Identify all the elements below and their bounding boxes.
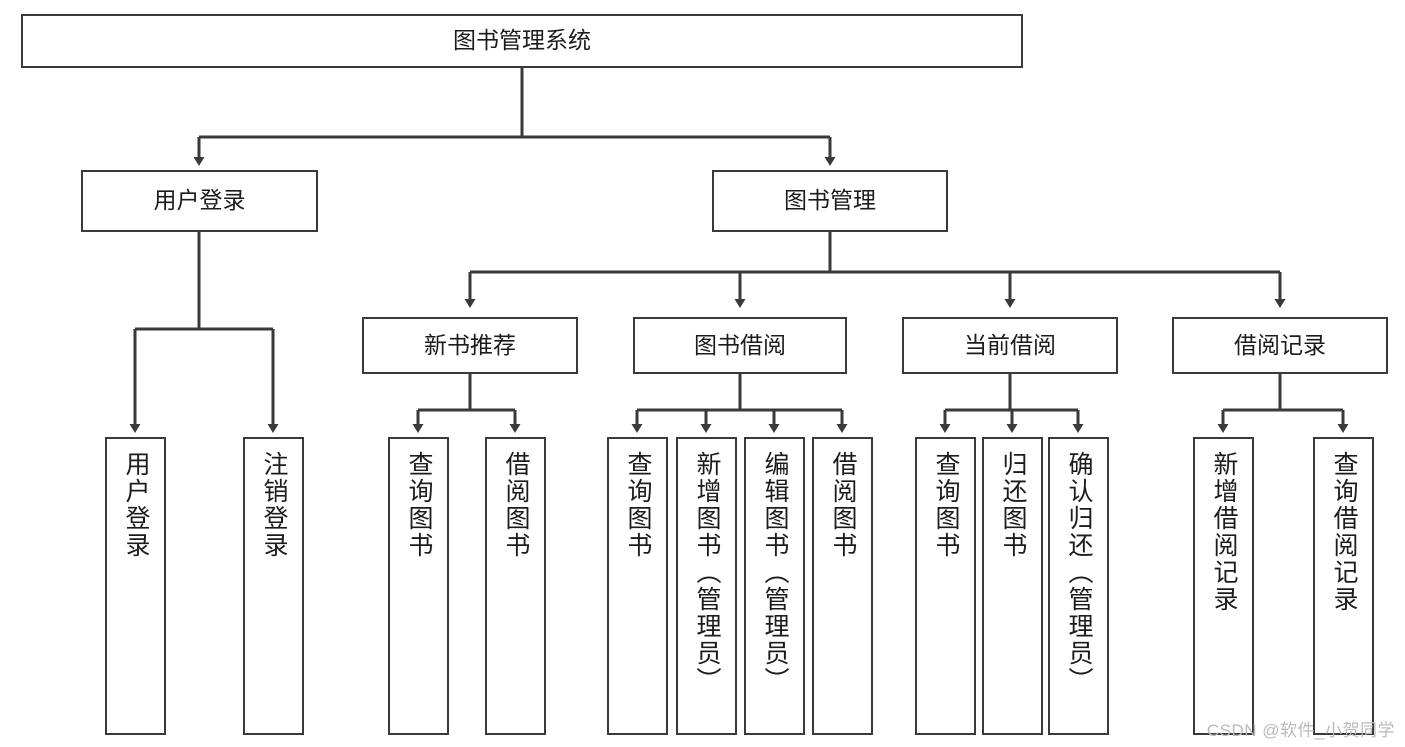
node-borrow-records[interactable]: 借阅记录 [1172, 317, 1388, 374]
node-root-book-management-system[interactable]: 图书管理系统 [21, 14, 1023, 68]
node-current-borrow[interactable]: 当前借阅 [902, 317, 1118, 374]
leaf-new-book-query-book[interactable]: 查询图书 [388, 437, 449, 735]
node-label: 借阅记录 [1234, 331, 1326, 358]
leaf-book-borrow-query-book[interactable]: 查询图书 [607, 437, 668, 735]
leaf-borrow-records-query-record[interactable]: 查询借阅记录 [1313, 437, 1374, 735]
node-label: 借阅图书 [829, 451, 857, 559]
leaf-current-borrow-confirm-return-admin[interactable]: 确认归还（管理员） [1048, 437, 1109, 735]
leaf-borrow-records-add-record[interactable]: 新增借阅记录 [1193, 437, 1254, 735]
leaf-user-login-logout[interactable]: 注销登录 [243, 437, 304, 735]
node-label: 图书管理 [784, 187, 876, 214]
node-label: 图书借阅 [694, 331, 786, 358]
node-label: 用户登录 [153, 187, 246, 214]
node-label: 注销登录 [260, 451, 288, 559]
node-label: 新增借阅记录 [1210, 451, 1238, 613]
leaf-current-borrow-query-book[interactable]: 查询图书 [915, 437, 976, 735]
node-label: 用户登录 [122, 451, 150, 559]
node-label: 新增图书（管理员） [693, 451, 721, 694]
node-label: 查询图书 [932, 451, 960, 559]
node-label: 查询借阅记录 [1330, 451, 1358, 613]
node-book-management[interactable]: 图书管理 [712, 170, 948, 232]
node-label: 确认归还（管理员） [1065, 451, 1093, 694]
leaf-user-login-login[interactable]: 用户登录 [105, 437, 166, 735]
node-label: 图书管理系统 [453, 27, 591, 54]
leaf-current-borrow-return-book[interactable]: 归还图书 [982, 437, 1043, 735]
node-label: 新书推荐 [424, 331, 516, 358]
node-label: 当前借阅 [964, 331, 1056, 358]
leaf-book-borrow-edit-book-admin[interactable]: 编辑图书（管理员） [744, 437, 805, 735]
leaf-book-borrow-borrow-book[interactable]: 借阅图书 [812, 437, 873, 735]
node-label: 编辑图书（管理员） [761, 451, 789, 694]
node-new-book-recommend[interactable]: 新书推荐 [362, 317, 578, 374]
node-label: 查询图书 [405, 451, 433, 559]
node-user-login[interactable]: 用户登录 [81, 170, 318, 232]
node-label: 归还图书 [999, 451, 1027, 559]
leaf-book-borrow-add-book-admin[interactable]: 新增图书（管理员） [676, 437, 737, 735]
node-label: 借阅图书 [502, 451, 530, 559]
node-label: 查询图书 [624, 451, 652, 559]
watermark: CSDN @软件_小贺同学 [1206, 721, 1395, 740]
leaf-new-book-borrow-book[interactable]: 借阅图书 [485, 437, 546, 735]
node-book-borrow[interactable]: 图书借阅 [633, 317, 847, 374]
